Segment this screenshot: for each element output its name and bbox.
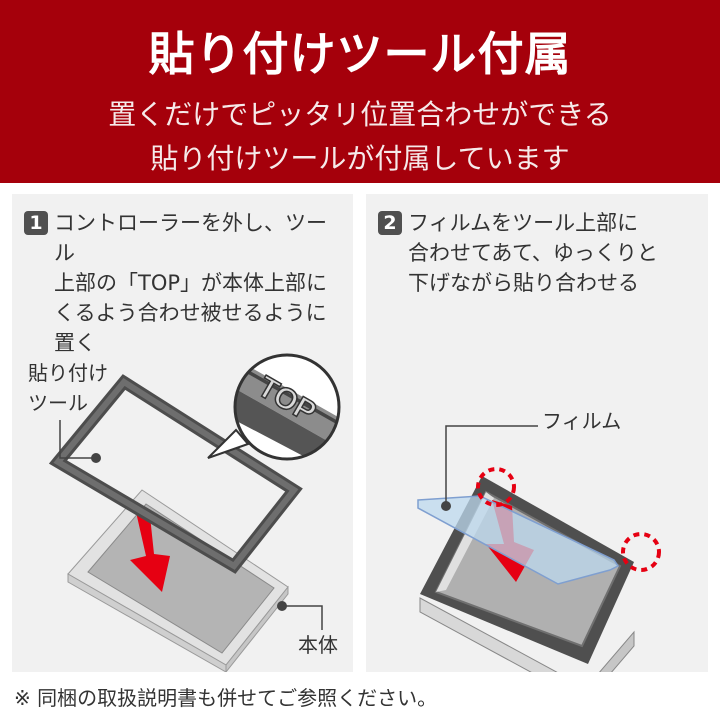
step-2-panel: 2 フィルムをツール上部に 合わせてあて、ゆっくりと 下げながら貼り合わせる フ… bbox=[366, 194, 708, 672]
alignment-highlight-top-left bbox=[476, 467, 516, 507]
film-leader-dot bbox=[441, 501, 451, 511]
step-1-number-badge: 1 bbox=[24, 211, 48, 235]
banner-subtitle-line1: 置くだけでピッタリ位置合わせができる bbox=[108, 98, 612, 131]
footer-note: ※ 同梱の取扱説明書も併せてご参照ください。 bbox=[14, 686, 438, 710]
step-2-illustration bbox=[417, 425, 661, 672]
device-body-illustration bbox=[67, 489, 289, 672]
film-label: フィルム bbox=[542, 409, 622, 433]
tool-leader-dot bbox=[91, 453, 101, 463]
header-banner: 貼り付けツール付属 置くだけでピッタリ位置合わせができる 貼り付けツールが付属し… bbox=[0, 0, 720, 183]
down-arrow-icon bbox=[130, 512, 170, 592]
film-sheet-illustration bbox=[417, 495, 620, 585]
step-2-text: フィルムをツール上部に 合わせてあて、ゆっくりと 下げながら貼り合わせる bbox=[408, 211, 658, 295]
alignment-highlight-bottom-right bbox=[621, 532, 661, 572]
tool-leader-line bbox=[59, 420, 96, 459]
device-body-illustration bbox=[419, 597, 635, 672]
body-label: 本体 bbox=[298, 633, 338, 657]
step-2-number-badge: 2 bbox=[378, 211, 402, 235]
step-1-text: コントローラーを外し、ツール 上部の「TOP」が本体上部に くるよう合わせ被せる… bbox=[54, 211, 328, 355]
body-leader-dot bbox=[277, 601, 287, 611]
top-magnifier-callout: TOP bbox=[207, 353, 341, 461]
body-leader-line bbox=[282, 605, 323, 630]
tool-frame-illustration bbox=[48, 374, 303, 574]
film-leader-line bbox=[445, 425, 538, 506]
tool-label: 貼り付け ツール bbox=[28, 361, 108, 415]
step-1-instruction: 1 コントローラーを外し、ツール 上部の「TOP」が本体上部に くるよう合わせ被… bbox=[24, 208, 345, 358]
step-1-illustration: TOP bbox=[48, 353, 341, 672]
banner-subtitle-line2: 貼り付けツールが付属しています bbox=[150, 142, 570, 175]
step-2-instruction: 2 フィルムをツール上部に 合わせてあて、ゆっくりと 下げながら貼り合わせる bbox=[378, 208, 700, 298]
step-1-panel: 1 コントローラーを外し、ツール 上部の「TOP」が本体上部に くるよう合わせ被… bbox=[12, 194, 353, 672]
banner-title: 貼り付けツール付属 bbox=[148, 27, 572, 81]
